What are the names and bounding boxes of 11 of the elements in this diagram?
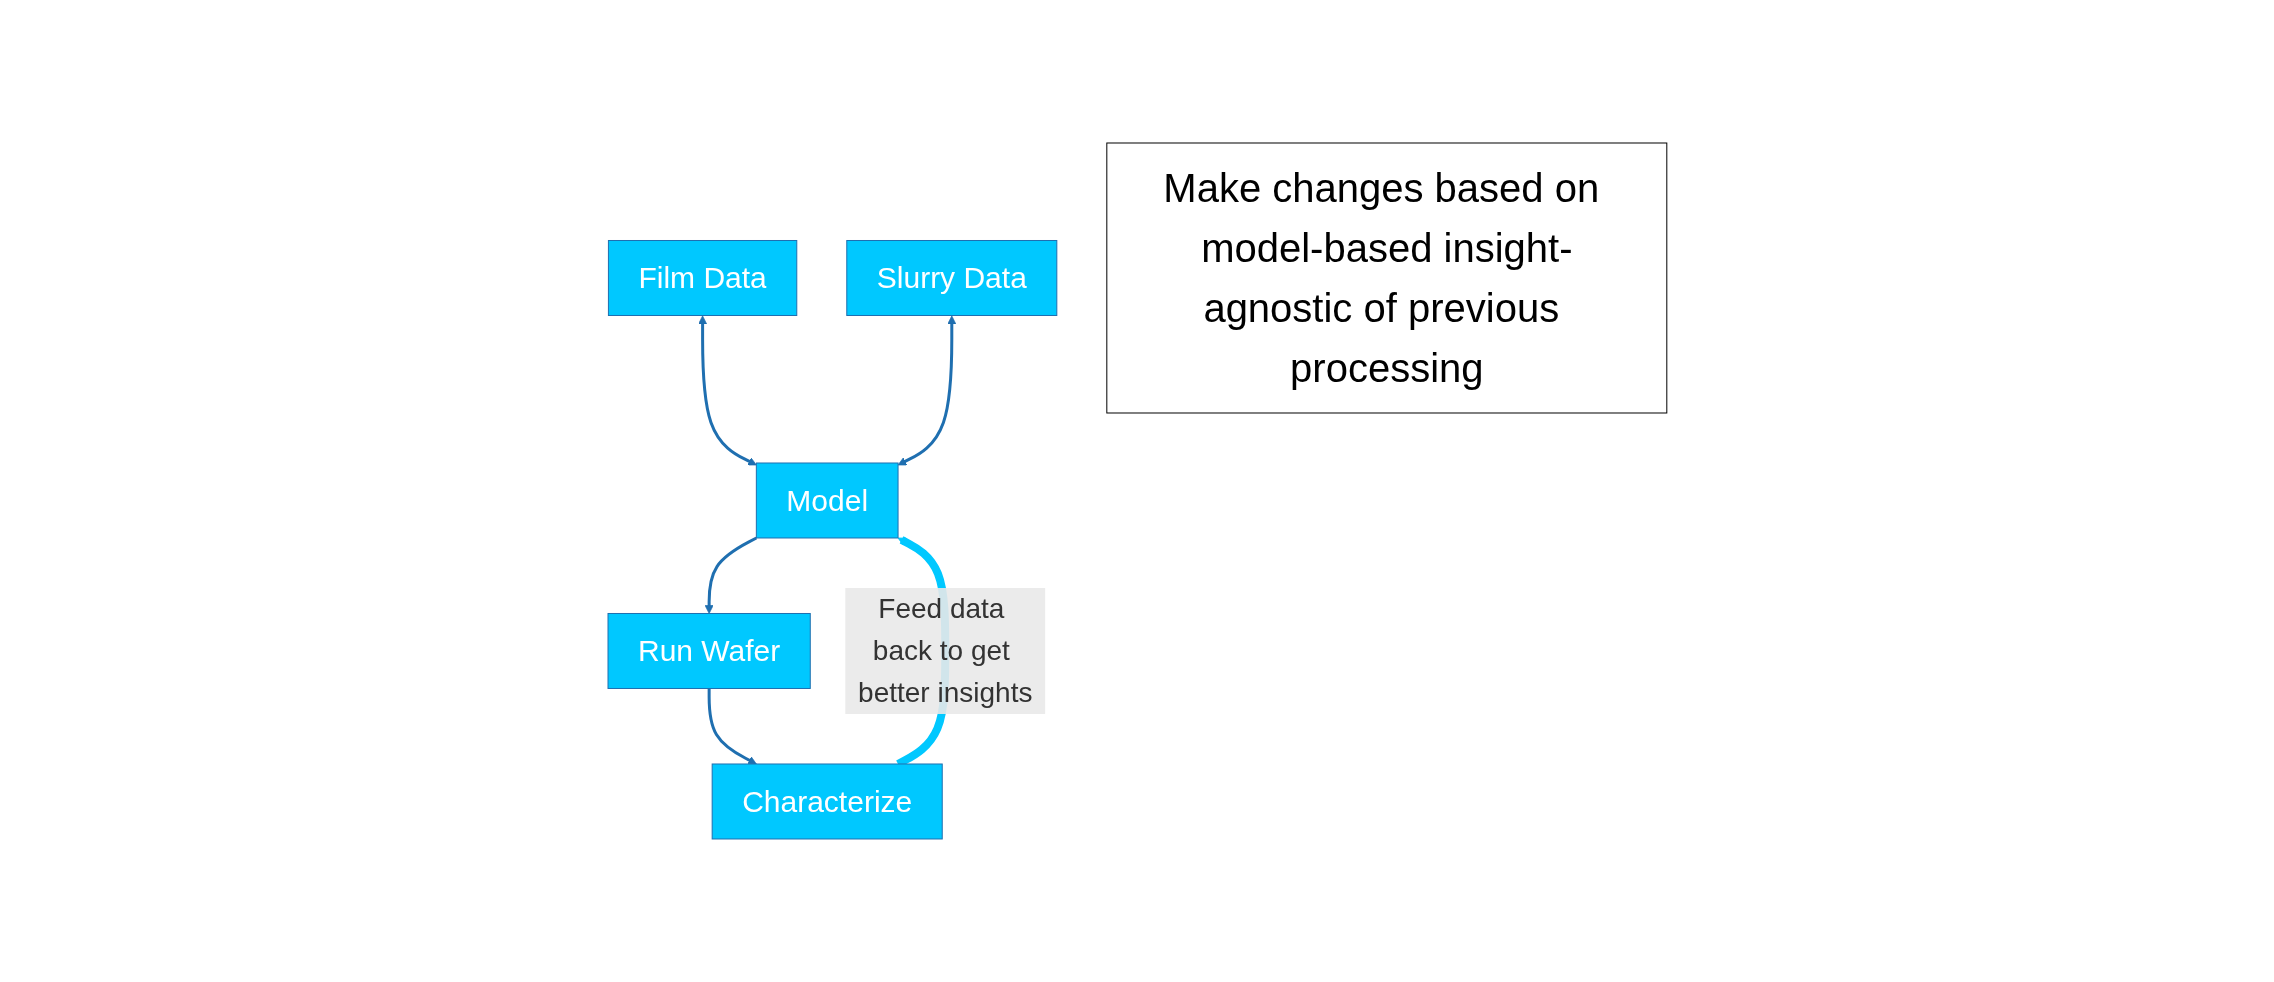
node-box: Run Wafer: [607, 613, 811, 689]
node-box: Film Data: [607, 240, 797, 316]
arrow: [707, 688, 757, 765]
node-box: Model: [755, 462, 899, 539]
edge-label: Feed data back to get better insights: [857, 592, 1033, 708]
node-box: Make changes based on model-based insight-agnostic of previous processing: [1105, 142, 1667, 414]
node-box: Characterize: [711, 763, 943, 840]
arrow: [897, 315, 956, 466]
node-box: Slurry Data: [845, 240, 1057, 316]
arrow: [704, 536, 757, 614]
arrow: [697, 315, 757, 466]
